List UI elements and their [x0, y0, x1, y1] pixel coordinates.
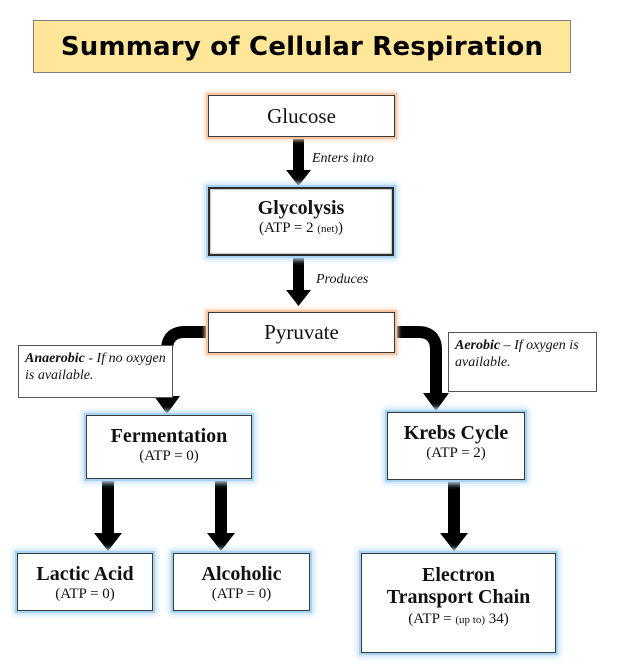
edge-label-enters-into: Enters into	[312, 151, 374, 166]
node-fermentation: Fermentation (ATP = 0)	[86, 415, 252, 479]
node-glucose: Glucose	[208, 95, 395, 137]
etc-atp-prefix: (ATP =	[408, 611, 456, 627]
krebs-atp: (ATP = 2)	[426, 445, 486, 461]
arrow-fermentation-to-lactic-acid	[94, 480, 122, 551]
diagram-title: Summary of Cellular Respiration	[60, 31, 544, 62]
node-pyruvate: Pyruvate	[208, 312, 395, 353]
title-banner: Summary of Cellular Respiration	[33, 20, 571, 73]
node-krebs-cycle: Krebs Cycle (ATP = 2)	[387, 412, 525, 480]
glycolysis-label: Glycolysis	[257, 197, 345, 219]
etc-atp-suffix: 34)	[484, 611, 509, 627]
anaerobic-text: - If no oxygen is available.	[25, 351, 166, 383]
note-aerobic: Aerobic – If oxygen is available.	[448, 332, 597, 392]
alcoholic-label: Alcoholic	[201, 563, 282, 585]
anaerobic-term: Anaerobic	[25, 351, 85, 366]
arrow-glycolysis-to-pyruvate	[286, 258, 311, 306]
etc-atp: (ATP = (up to) 34)	[408, 610, 508, 629]
fermentation-label: Fermentation	[110, 425, 228, 447]
lactic-acid-atp: (ATP = 0)	[55, 586, 115, 602]
arrow-glucose-to-glycolysis	[286, 138, 311, 186]
note-anaerobic: Anaerobic - If no oxygen is available.	[18, 345, 173, 398]
glycolysis-atp-suffix: )	[338, 220, 344, 236]
glycolysis-atp: (ATP = 2 (net))	[259, 219, 343, 238]
aerobic-term: Aerobic	[455, 338, 501, 353]
node-glycolysis: Glycolysis (ATP = 2 (net))	[208, 187, 394, 256]
aerobic-text: – If oxygen is available.	[455, 338, 579, 370]
etc-atp-note: (up to)	[455, 614, 485, 626]
glycolysis-atp-note: (net)	[317, 223, 339, 235]
arrow-pyruvate-to-krebs	[395, 326, 449, 411]
fermentation-atp: (ATP = 0)	[139, 448, 199, 464]
arrow-fermentation-to-alcoholic	[207, 480, 235, 551]
lactic-acid-label: Lactic Acid	[36, 563, 134, 585]
glucose-label: Glucose	[267, 103, 336, 128]
etc-label-line1: Electron	[422, 564, 495, 586]
edge-label-produces: Produces	[316, 272, 369, 287]
krebs-label: Krebs Cycle	[403, 422, 509, 444]
alcoholic-atp: (ATP = 0)	[211, 586, 272, 602]
etc-label-line2: Transport Chain	[386, 586, 531, 608]
glycolysis-atp-prefix: (ATP = 2	[258, 220, 318, 236]
node-lactic-acid: Lactic Acid (ATP = 0)	[17, 553, 153, 611]
node-electron-transport-chain: Electron Transport Chain (ATP = (up to) …	[361, 553, 556, 653]
node-alcoholic: Alcoholic (ATP = 0)	[173, 553, 310, 611]
pyruvate-label: Pyruvate	[264, 320, 339, 344]
arrow-krebs-to-etc	[440, 482, 468, 551]
